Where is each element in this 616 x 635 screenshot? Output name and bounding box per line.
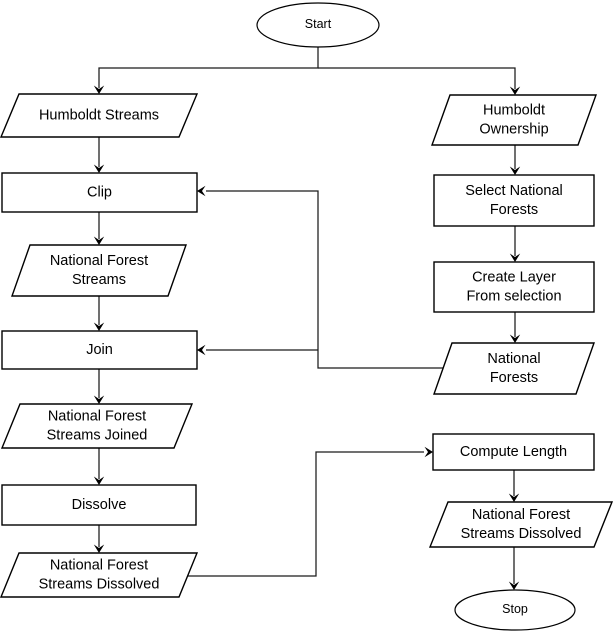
arrowhead-icon xyxy=(93,476,105,485)
shape-parallelogram xyxy=(11,244,187,297)
arrowhead-icon xyxy=(93,236,105,245)
shape-rectangle xyxy=(433,261,595,313)
connectors-layer xyxy=(93,47,521,590)
connector-nfstreams-to-join xyxy=(93,296,105,331)
node-dissolve[interactable]: Dissolve xyxy=(1,484,197,526)
node-humboldt-streams[interactable]: Humboldt Streams xyxy=(0,93,199,138)
arrowhead-icon xyxy=(508,581,520,590)
arrowhead-icon xyxy=(509,253,521,262)
arrowhead-icon xyxy=(509,166,521,175)
shape-parallelogram xyxy=(0,552,199,598)
connector-nforests-to-join xyxy=(197,344,318,356)
shape-parallelogram xyxy=(428,501,614,548)
connector-joined-to-dissolve xyxy=(93,448,105,485)
shape-ellipse xyxy=(454,589,576,631)
connector-clip-to-nfstreams xyxy=(93,212,105,245)
shape-rectangle xyxy=(432,433,595,471)
connector-dissolved-to-compute xyxy=(188,446,433,577)
arrowhead-icon xyxy=(509,86,521,95)
node-start[interactable]: Start xyxy=(256,2,380,48)
connector-compute-to-dissolved-right xyxy=(508,470,520,502)
shape-rectangle xyxy=(433,174,595,227)
node-label-start: Start xyxy=(305,17,332,31)
connector-createlayer-to-nforests xyxy=(509,312,521,343)
shape-rectangle xyxy=(1,484,197,526)
connector-ownership-to-select xyxy=(509,145,521,175)
connector-dissolved-right-to-stop xyxy=(508,547,520,590)
shape-parallelogram xyxy=(0,93,199,138)
connector-start-split-right xyxy=(318,67,521,95)
shape-parallelogram xyxy=(431,94,597,146)
connector-dissolve-to-dissolved xyxy=(93,525,105,553)
node-label-humboldt-streams: Humboldt Streams xyxy=(39,107,159,123)
node-label-compute-length: Compute Length xyxy=(460,444,567,460)
arrowhead-icon xyxy=(93,322,105,331)
node-join[interactable]: Join xyxy=(1,330,198,370)
arrowhead-icon xyxy=(197,185,206,197)
shape-rectangle xyxy=(1,172,198,213)
arrowhead-icon xyxy=(93,544,105,553)
node-label-clip: Clip xyxy=(87,184,112,200)
arrowhead-icon xyxy=(509,334,521,343)
arrowhead-icon xyxy=(197,344,206,356)
arrowhead-icon xyxy=(424,446,433,458)
node-compute-length[interactable]: Compute Length xyxy=(432,433,595,471)
connector-select-to-createlayer xyxy=(509,226,521,262)
node-label-dissolve: Dissolve xyxy=(72,497,127,513)
arrowhead-icon xyxy=(93,395,105,404)
arrowhead-icon xyxy=(93,85,105,94)
connector-start-split-left xyxy=(93,47,319,94)
shape-ellipse xyxy=(256,2,380,48)
shape-parallelogram xyxy=(0,403,194,449)
connector-streams-to-clip xyxy=(93,137,105,173)
arrowhead-icon xyxy=(93,164,105,173)
connector-nforests-to-clip xyxy=(197,185,443,369)
node-label-stop: Stop xyxy=(502,602,528,616)
arrowhead-icon xyxy=(508,493,520,502)
shape-parallelogram xyxy=(433,342,595,395)
shape-rectangle xyxy=(1,330,198,370)
node-label-join: Join xyxy=(86,342,113,358)
node-stop[interactable]: Stop xyxy=(454,589,576,631)
node-clip[interactable]: Clip xyxy=(1,172,198,213)
connector-join-to-joined xyxy=(93,369,105,404)
